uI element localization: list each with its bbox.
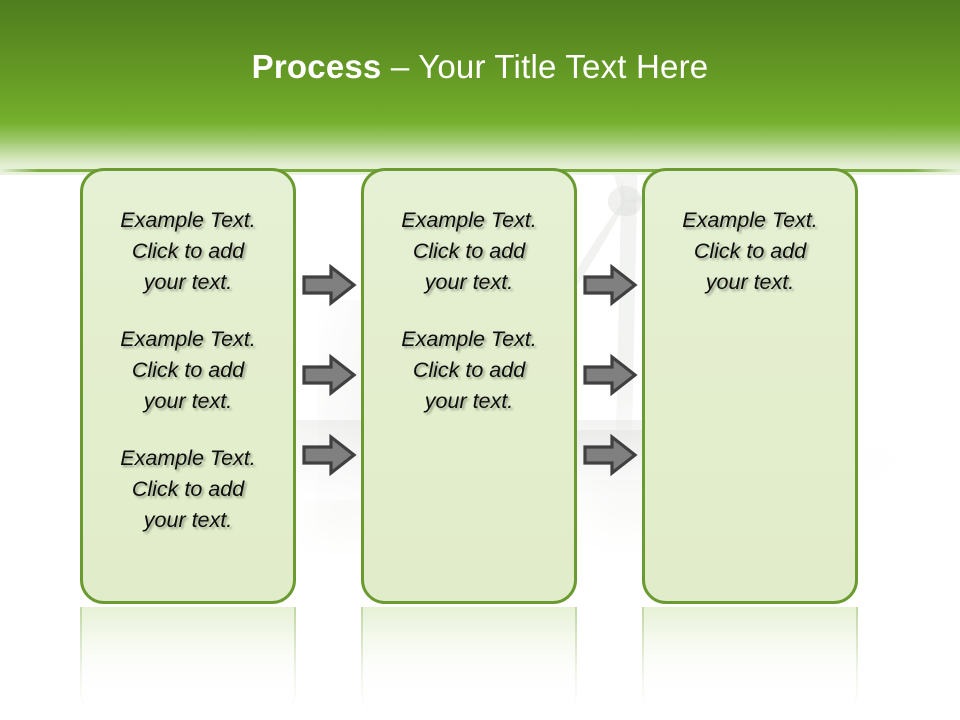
background-foliage-right [862,448,922,538]
page-title: Process – Your Title Text Here [0,46,960,88]
wind-turbine-hub-icon [608,186,642,216]
arrow-right-icon [582,263,638,307]
title-banner [0,0,960,175]
process-step-box-3[interactable]: Example Text. Click to add your text. [642,168,858,604]
step-paragraph[interactable]: Example Text. Click to add your text. [120,208,256,294]
step-paragraph[interactable]: Example Text. Click to add your text. [120,446,256,532]
box-reflection [361,607,577,717]
box-reflection [80,607,296,717]
page-title-rest: – Your Title Text Here [381,48,709,85]
step-paragraph[interactable]: Example Text. Click to add your text. [682,208,818,294]
page-title-strong: Process [251,48,382,85]
arrow-right-icon [301,263,357,307]
box-reflection [642,607,858,717]
arrow-right-icon [301,433,357,477]
step-paragraph[interactable]: Example Text. Click to add your text. [120,327,256,413]
arrow-right-icon [582,353,638,397]
step-paragraph[interactable]: Example Text. Click to add your text. [401,327,537,413]
step-paragraph[interactable]: Example Text. Click to add your text. [401,208,537,294]
arrow-right-icon [301,353,357,397]
arrow-right-icon [582,433,638,477]
process-step-box-1[interactable]: Example Text. Click to add your text. Ex… [80,168,296,604]
wind-turbine-tower-icon [613,140,639,540]
process-step-box-2[interactable]: Example Text. Click to add your text. Ex… [361,168,577,604]
